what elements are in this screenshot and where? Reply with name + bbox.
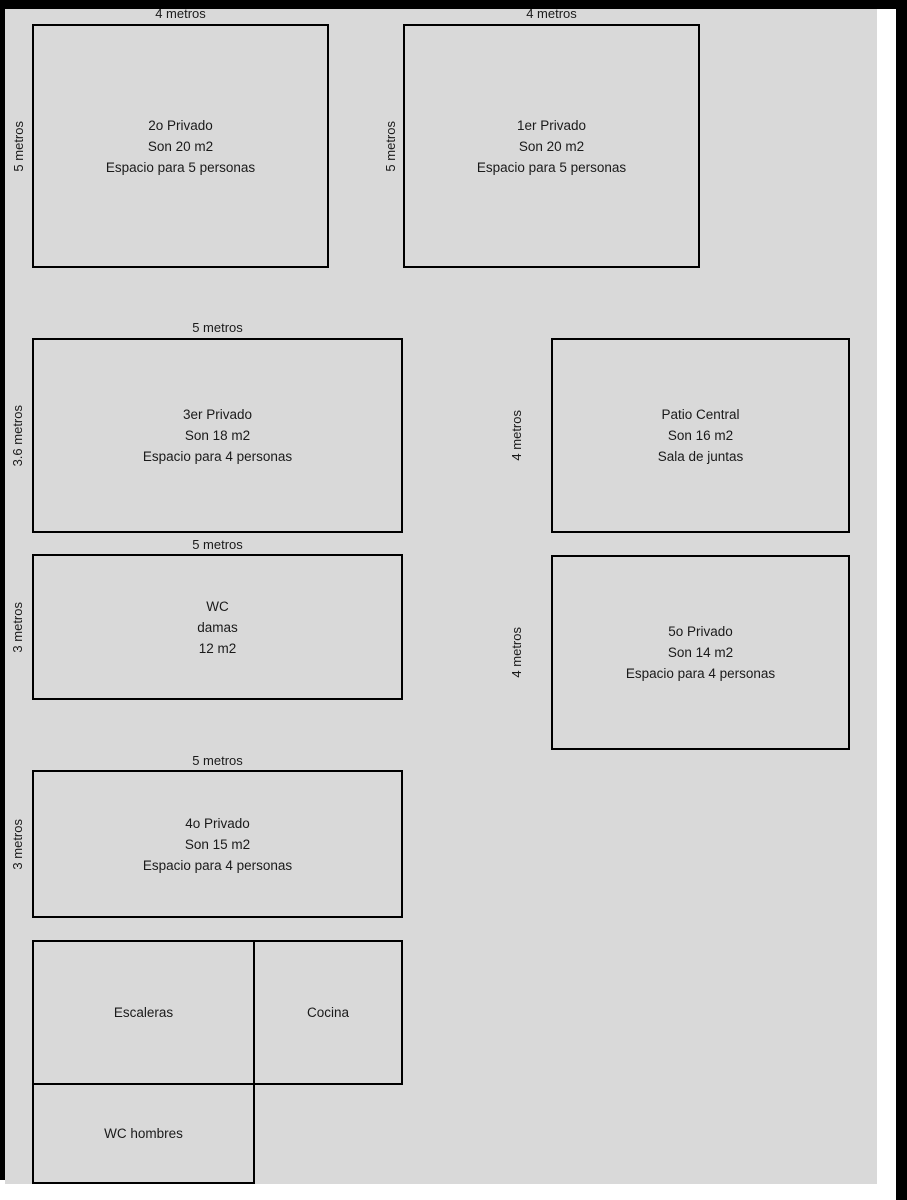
room-wc-hombres-line-1: WC hombres (104, 1126, 183, 1141)
room-2o-privado-text: 2o Privado Son 20 m2 Espacio para 5 pers… (106, 115, 255, 178)
dim-label-side-2o-privado: 5 metros (6, 24, 30, 268)
room-4o-privado-line-1: 4o Privado (185, 815, 250, 831)
room-3er-privado-line-1: 3er Privado (182, 407, 253, 422)
dim-label-side-3er-privado-text: 3.6 metros (9, 404, 25, 467)
dim-label-side-4o-privado-text: 3 metros (9, 818, 25, 870)
room-4o-privado-line-3: Espacio para 4 personas (142, 857, 293, 873)
dim-label-side-wc-damas-text: 3 metros (9, 601, 25, 653)
room-2o-privado-line-3: Espacio para 5 personas (105, 159, 256, 175)
dim-label-side-5o-privado: 4 metros (504, 555, 528, 750)
room-cocina-line-1: Cocina (306, 1005, 350, 1020)
room-escaleras-line-1: Escaleras (113, 1005, 174, 1020)
dim-label-top-2o-privado: 4 metros (155, 6, 206, 21)
room-escaleras-text: Escaleras (114, 1002, 173, 1023)
room-wc-hombres: WC hombres (32, 1083, 255, 1184)
room-2o-privado: 2o Privado Son 20 m2 Espacio para 5 pers… (32, 24, 329, 268)
room-1er-privado-line-3: Espacio para 5 personas (476, 159, 627, 175)
dim-label-side-2o-privado-text: 5 metros (10, 120, 26, 172)
room-5o-privado-line-1: 5o Privado (668, 624, 733, 639)
room-wc-damas-line-3: 12 m2 (198, 640, 237, 656)
dim-label-side-wc-damas: 3 metros (5, 554, 29, 700)
dim-label-side-patio-central-text: 4 metros (508, 410, 524, 461)
room-5o-privado-line-2: Son 14 m2 (667, 645, 734, 660)
room-patio-central-line-1: Patio Central (661, 407, 740, 422)
dim-label-side-1er-privado: 5 metros (378, 24, 402, 268)
room-5o-privado-text: 5o Privado Son 14 m2 Espacio para 4 pers… (626, 621, 775, 684)
room-wc-damas-text: WC damas 12 m2 (197, 596, 238, 659)
left-frame-bar (0, 9, 5, 1180)
room-1er-privado-line-2: Son 20 m2 (518, 138, 585, 154)
dim-label-top-3er-privado: 5 metros (192, 320, 243, 335)
dim-label-side-5o-privado-text: 4 metros (508, 627, 524, 678)
room-3er-privado-text: 3er Privado Son 18 m2 Espacio para 4 per… (143, 404, 292, 467)
room-1er-privado: 1er Privado Son 20 m2 Espacio para 5 per… (403, 24, 700, 268)
room-patio-central-line-3: Sala de juntas (657, 449, 744, 464)
room-patio-central-line-2: Son 16 m2 (667, 428, 734, 443)
room-patio-central-text: Patio Central Son 16 m2 Sala de juntas (658, 404, 744, 467)
room-5o-privado: 5o Privado Son 14 m2 Espacio para 4 pers… (551, 555, 850, 750)
dim-label-top-4o-privado: 5 metros (192, 753, 243, 768)
room-1er-privado-line-1: 1er Privado (516, 117, 587, 133)
room-wc-hombres-text: WC hombres (104, 1123, 183, 1144)
floor-plan-canvas (5, 9, 877, 1184)
dim-label-side-patio-central: 4 metros (504, 338, 528, 533)
room-4o-privado: 4o Privado Son 15 m2 Espacio para 4 pers… (32, 770, 403, 918)
room-cocina-text: Cocina (307, 1002, 349, 1023)
room-patio-central: Patio Central Son 16 m2 Sala de juntas (551, 338, 850, 533)
room-4o-privado-text: 4o Privado Son 15 m2 Espacio para 4 pers… (143, 813, 292, 876)
room-cocina: Cocina (253, 940, 403, 1085)
top-frame-bar (0, 0, 907, 9)
room-wc-damas-line-2: damas (197, 619, 238, 635)
dim-label-top-wc-damas: 5 metros (192, 537, 243, 552)
dim-label-side-3er-privado: 3.6 metros (5, 338, 29, 533)
room-escaleras: Escaleras (32, 940, 255, 1085)
dim-label-side-4o-privado: 3 metros (5, 770, 29, 918)
right-frame-bar (896, 0, 907, 1200)
room-2o-privado-line-1: 2o Privado (148, 117, 213, 133)
room-wc-damas: WC damas 12 m2 (32, 554, 403, 700)
dim-label-top-1er-privado: 4 metros (526, 6, 577, 21)
dim-label-side-1er-privado-text: 5 metros (382, 120, 398, 172)
room-3er-privado-line-2: Son 18 m2 (184, 428, 251, 443)
room-1er-privado-text: 1er Privado Son 20 m2 Espacio para 5 per… (477, 115, 626, 178)
room-4o-privado-line-2: Son 15 m2 (184, 836, 251, 852)
room-3er-privado-line-3: Espacio para 4 personas (142, 449, 293, 464)
room-2o-privado-line-2: Son 20 m2 (147, 138, 214, 154)
room-5o-privado-line-3: Espacio para 4 personas (625, 666, 776, 681)
room-3er-privado: 3er Privado Son 18 m2 Espacio para 4 per… (32, 338, 403, 533)
room-wc-damas-line-1: WC (206, 598, 229, 614)
